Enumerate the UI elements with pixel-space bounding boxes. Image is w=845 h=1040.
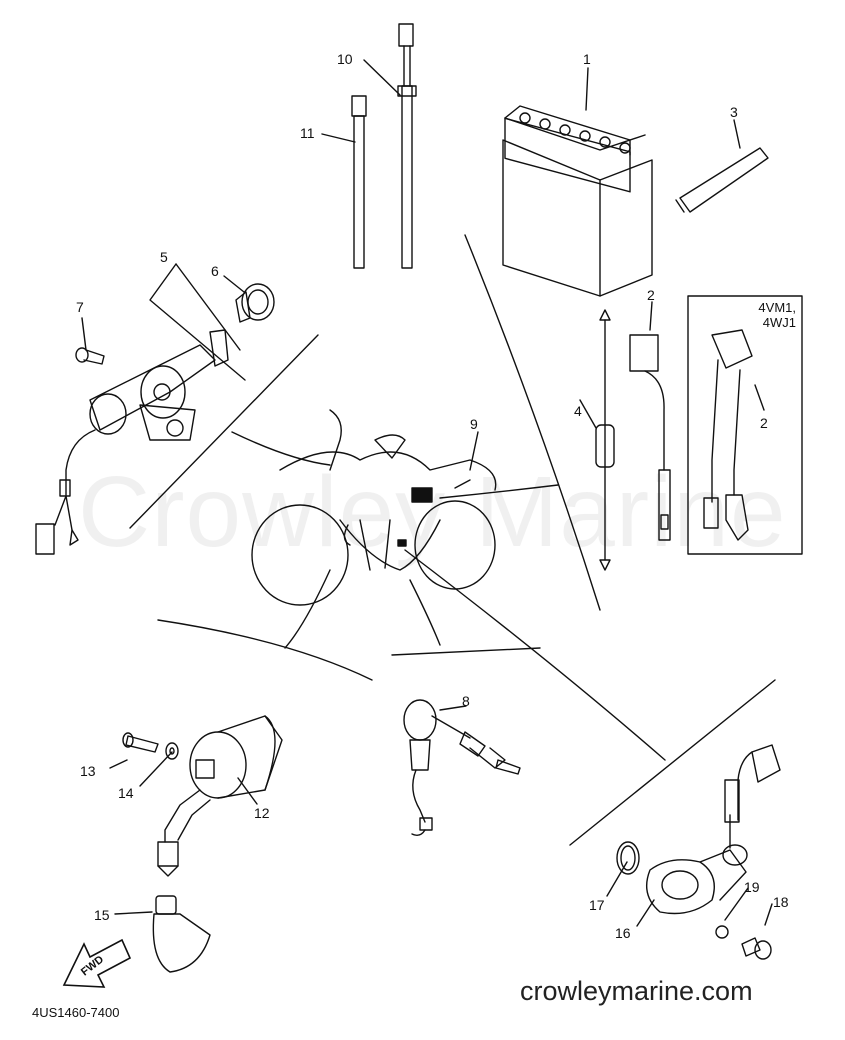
callout-10: 10 — [337, 51, 353, 67]
leader-battery — [439, 484, 559, 499]
sensor-8 — [403, 699, 521, 837]
motorcycle-outline — [251, 409, 497, 606]
callout-4: 4 — [574, 403, 582, 419]
fwd-arrow-icon — [62, 938, 132, 988]
callout-3: 3 — [730, 104, 738, 120]
divider-bottom-mid — [391, 647, 541, 656]
callout-2: 2 — [647, 287, 655, 303]
divider-bottom-left — [157, 619, 373, 681]
divider-left — [129, 334, 319, 529]
diagram-code: 4US1460-7400 — [32, 1005, 120, 1020]
callout-17: 17 — [589, 897, 605, 913]
gasket-17 — [616, 841, 640, 875]
callout-13: 13 — [80, 763, 96, 779]
site-url[interactable]: crowleymarine.com — [520, 976, 753, 1006]
variant-label-line1: 4VM1, — [758, 300, 796, 315]
callout-8: 8 — [462, 693, 470, 709]
battery-lead-2 — [629, 334, 671, 541]
bolt-13 — [122, 732, 159, 753]
callout-6: 6 — [211, 263, 219, 279]
cable-tie-11 — [351, 95, 367, 269]
callout-12: 12 — [254, 805, 270, 821]
main-switch — [35, 329, 229, 555]
watermark: Crowley Marine — [78, 456, 787, 568]
divider-bottom-right — [569, 679, 776, 846]
variant-label-line2: 4WJ1 — [762, 315, 796, 330]
leader-fuel — [404, 549, 666, 761]
battery-strap — [675, 147, 769, 213]
cable-tie-10 — [397, 23, 417, 269]
variant-box — [687, 295, 803, 555]
screw-18 — [741, 937, 772, 960]
washer-19 — [715, 925, 729, 939]
callout-14: 14 — [118, 785, 134, 801]
variant-callout-2: 2 — [760, 415, 768, 431]
leader-coil — [284, 569, 331, 649]
leader-sensor — [409, 579, 441, 646]
callout-9: 9 — [470, 416, 478, 432]
callout-15: 15 — [94, 907, 110, 923]
callout-19: 19 — [744, 879, 760, 895]
callout-16: 16 — [615, 925, 631, 941]
callout-7: 7 — [76, 299, 84, 315]
variant-label: 4VM1, 4WJ1 — [706, 300, 796, 330]
fuel-sender — [646, 744, 781, 915]
battery-lead-4 — [595, 309, 615, 571]
variant-lead-2 — [703, 329, 753, 541]
leader-switch — [231, 431, 331, 466]
battery — [502, 105, 653, 297]
screw-7 — [75, 347, 105, 365]
washer-14 — [165, 742, 179, 760]
plug-cap-15 — [152, 895, 211, 973]
callout-11: 11 — [300, 125, 315, 141]
switch-cap — [235, 283, 275, 323]
callout-5: 5 — [160, 249, 168, 265]
callout-18: 18 — [773, 894, 789, 910]
callout-1: 1 — [583, 51, 591, 67]
ignition-coil — [157, 715, 283, 877]
divider-right — [464, 234, 601, 611]
